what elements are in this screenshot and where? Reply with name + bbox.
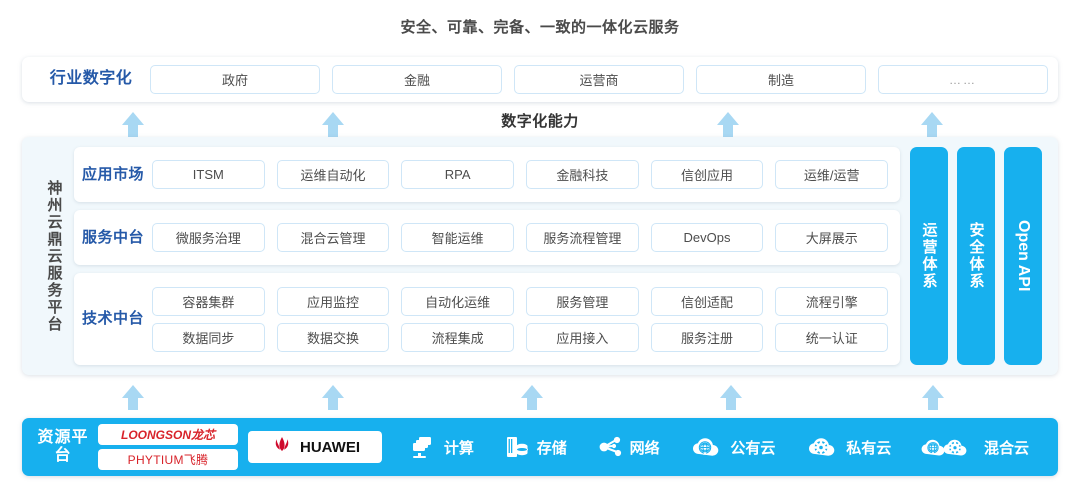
public-cloud-icon — [689, 435, 723, 459]
capability-chip-aiops[interactable]: 智能运维 — [401, 223, 515, 252]
capability-chip-process-integration[interactable]: 流程集成 — [401, 322, 515, 352]
capability-chip-app-access[interactable]: 应用接入 — [526, 322, 639, 352]
capability-chip-microservice-governance[interactable]: 微服务治理 — [152, 223, 265, 252]
capability-chip-ops-operations[interactable]: 运维/运营 — [775, 160, 889, 189]
resource-item-label: 网络 — [629, 439, 660, 457]
tier-application-market: 应用市场 ITSM 运维自动化 RPA 金融科技 信创应用 运维/运营 — [74, 147, 900, 202]
industry-chip-government[interactable]: 政府 — [150, 65, 320, 94]
capability-chip-unified-auth[interactable]: 统一认证 — [775, 322, 889, 352]
capability-label: 数字化能力 — [501, 113, 579, 130]
resource-platform-bar: 资源平台 LOONGSON龙芯 PHYTIUM飞腾 HUAWEI — [22, 418, 1058, 476]
platform-body: 应用市场 ITSM 运维自动化 RPA 金融科技 信创应用 运维/运营 服务中台 — [74, 147, 1046, 365]
tier-row: ITSM 运维自动化 RPA 金融科技 信创应用 运维/运营 — [152, 160, 889, 189]
tier-row: 数据同步 数据交换 流程集成 应用接入 服务注册 统一认证 — [152, 322, 889, 352]
capability-chip-container-cluster[interactable]: 容器集群 — [152, 286, 265, 316]
resource-item-label: 私有云 — [846, 439, 892, 457]
resource-items: 计算 存储 — [396, 435, 1044, 459]
tier-stack-technology-platform: 容器集群 应用监控 自动化运维 服务管理 信创适配 流程引擎 数据同步 数据交换… — [152, 286, 889, 352]
tier-row: 容器集群 应用监控 自动化运维 服务管理 信创适配 流程引擎 — [152, 286, 889, 316]
platform-panel: 神州云鼎云服务平台 应用市场 ITSM 运维自动化 RPA 金融科技 信创应用 … — [22, 137, 1058, 375]
up-arrow-lower-1 — [122, 385, 144, 410]
up-arrow-upper-3 — [717, 112, 739, 137]
side-bar-open-api[interactable]: Open API — [1004, 147, 1042, 365]
capability-chip-xinchuang-app[interactable]: 信创应用 — [650, 160, 764, 189]
huawei-logo-icon — [270, 435, 294, 459]
capability-chip-data-exchange[interactable]: 数据交换 — [276, 322, 390, 352]
up-arrow-lower-2 — [322, 385, 344, 410]
up-arrow-lower-3 — [521, 385, 543, 410]
up-arrow-upper-1 — [122, 112, 144, 137]
loongson-logo[interactable]: LOONGSON龙芯 — [98, 424, 238, 445]
tier-technology-platform: 技术中台 容器集群 应用监控 自动化运维 服务管理 信创适配 流程引擎 数据同步… — [74, 273, 900, 365]
resource-item-compute[interactable]: 计算 — [411, 435, 474, 459]
tier-stack-application-market: ITSM 运维自动化 RPA 金融科技 信创应用 运维/运营 — [152, 160, 889, 189]
resource-item-public-cloud[interactable]: 公有云 — [689, 435, 775, 459]
tier-label-application-market: 应用市场 — [82, 165, 145, 183]
resource-item-label: 混合云 — [984, 439, 1030, 457]
capability-chip-rpa[interactable]: RPA — [401, 160, 515, 189]
storage-icon — [504, 435, 530, 459]
side-bars: 运营体系 安全体系 Open API — [910, 147, 1046, 365]
capability-chip-xinchuang-adaptation[interactable]: 信创适配 — [650, 286, 764, 316]
up-arrow-lower-4 — [720, 385, 742, 410]
private-cloud-icon — [805, 435, 839, 459]
capability-chip-service-mgmt[interactable]: 服务管理 — [526, 286, 639, 316]
resource-item-label: 公有云 — [730, 439, 776, 457]
industry-row-label: 行业数字化 — [49, 70, 133, 88]
resource-item-label: 计算 — [443, 439, 474, 457]
capability-chip-dashboard[interactable]: 大屏展示 — [775, 223, 889, 252]
tier-label-technology-platform: 技术中台 — [82, 310, 145, 328]
capability-chip-itsm[interactable]: ITSM — [152, 160, 265, 189]
resource-item-private-cloud[interactable]: 私有云 — [805, 435, 891, 459]
capability-chip-data-sync[interactable]: 数据同步 — [152, 322, 265, 352]
industry-chip-manufacturing[interactable]: 制造 — [696, 65, 866, 94]
industry-chip-more[interactable]: …… — [878, 65, 1048, 94]
capability-chip-hybrid-cloud-mgmt[interactable]: 混合云管理 — [276, 223, 390, 252]
compute-icon — [411, 435, 437, 459]
huawei-logo-text: HUAWEI — [300, 438, 360, 456]
industry-row: 行业数字化 政府 金融 运营商 制造 …… — [22, 57, 1058, 102]
resource-item-hybrid-cloud[interactable]: 混合云 — [921, 435, 1029, 459]
hybrid-cloud-icon — [921, 435, 977, 459]
up-arrow-upper-4 — [921, 112, 943, 137]
side-bar-operations-system[interactable]: 运营体系 — [910, 147, 948, 365]
resource-item-label: 存储 — [536, 439, 567, 457]
industry-chip-finance[interactable]: 金融 — [332, 65, 502, 94]
network-icon — [597, 435, 623, 459]
capability-chip-app-monitoring[interactable]: 应用监控 — [276, 286, 390, 316]
capability-chip-automated-ops[interactable]: 自动化运维 — [401, 286, 515, 316]
up-arrow-lower-5 — [922, 385, 944, 410]
resource-item-storage[interactable]: 存储 — [504, 435, 567, 459]
vendor-stack: LOONGSON龙芯 PHYTIUM飞腾 — [98, 424, 238, 470]
capability-chip-devops[interactable]: DevOps — [650, 223, 764, 252]
tier-row: 微服务治理 混合云管理 智能运维 服务流程管理 DevOps 大屏展示 — [152, 223, 889, 252]
industry-chip-strip: 政府 金融 运营商 制造 …… — [150, 65, 1048, 94]
capability-chip-process-engine[interactable]: 流程引擎 — [775, 286, 889, 316]
tier-service-platform: 服务中台 微服务治理 混合云管理 智能运维 服务流程管理 DevOps 大屏展示 — [74, 210, 900, 265]
huawei-logo-chip[interactable]: HUAWEI — [248, 431, 382, 463]
capability-chip-service-registry[interactable]: 服务注册 — [650, 322, 764, 352]
capability-chip-service-process-mgmt[interactable]: 服务流程管理 — [526, 223, 639, 252]
phytium-logo[interactable]: PHYTIUM飞腾 — [98, 449, 238, 470]
page-title: 安全、可靠、完备、一致的一体化云服务 — [400, 19, 680, 36]
tier-stack-service-platform: 微服务治理 混合云管理 智能运维 服务流程管理 DevOps 大屏展示 — [152, 223, 889, 252]
industry-chip-telecom[interactable]: 运营商 — [514, 65, 684, 94]
platform-vertical-label: 神州云鼎云服务平台 — [45, 179, 63, 333]
capability-chip-fintech[interactable]: 金融科技 — [526, 160, 639, 189]
capability-chip-ops-automation[interactable]: 运维自动化 — [276, 160, 390, 189]
up-arrow-upper-2 — [322, 112, 344, 137]
resource-platform-label: 资源平台 — [37, 428, 89, 464]
resource-item-network[interactable]: 网络 — [597, 435, 660, 459]
side-bar-security-system[interactable]: 安全体系 — [957, 147, 995, 365]
tier-label-service-platform: 服务中台 — [82, 228, 145, 246]
